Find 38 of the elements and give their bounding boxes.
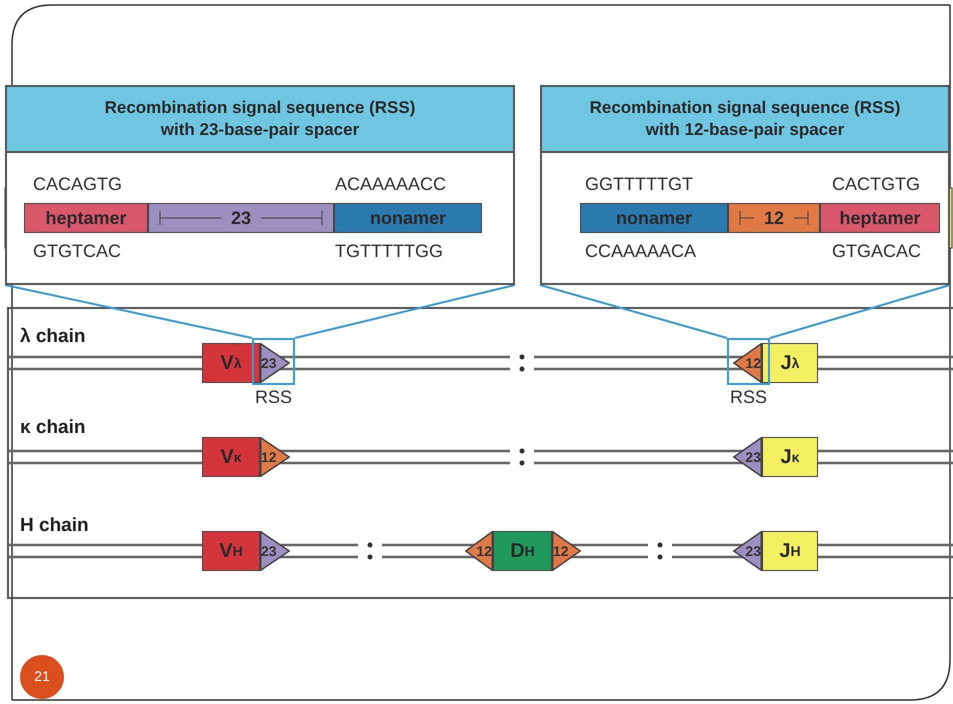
spacer-length: 12 <box>476 543 493 559</box>
rss-panel <box>540 85 950 285</box>
rss-label: RSS <box>255 387 292 408</box>
spacer-length: 12 <box>260 449 277 465</box>
spacer-segment: 12 <box>728 203 820 233</box>
highlight-box <box>727 338 770 385</box>
chain-label: H chain <box>20 515 89 537</box>
sequence: ACAAAAACC <box>335 174 446 195</box>
zoom-line <box>4 284 252 339</box>
spacer-length: 23 <box>260 355 277 371</box>
rss-panel <box>5 85 515 285</box>
nonamer-segment: nonamer <box>334 203 482 233</box>
spacer-length: 23 <box>745 543 762 559</box>
sequence: CCAAAAACA <box>585 241 696 262</box>
spacer-length: 23 <box>745 449 762 465</box>
panel-heading: Recombination signal sequence (RSS) with 12-base-pair spacer <box>542 87 948 153</box>
chain-label: λ chain <box>20 326 86 348</box>
zoom-line <box>540 284 728 339</box>
panel-heading: Recombination signal sequence (RSS) with 23-base-pair spacer <box>7 87 513 153</box>
heptamer-segment: heptamer <box>820 203 940 233</box>
sequence: TGTTTTTGG <box>335 241 443 262</box>
sequence: GGTTTTTGT <box>585 174 693 195</box>
zoom-line <box>294 284 516 339</box>
spacer-length: 23 <box>260 543 277 559</box>
sequence: CACTGTG <box>832 174 920 195</box>
spacer-length: 12 <box>745 355 762 371</box>
spacer-segment: 23 <box>148 203 334 233</box>
rss-label: RSS <box>730 387 768 408</box>
highlight-box <box>252 338 295 385</box>
nonamer-segment: nonamer <box>580 203 728 233</box>
heptamer-segment: heptamer <box>24 203 148 233</box>
zoom-line <box>770 284 950 339</box>
sequence: GTGTCAC <box>33 241 121 262</box>
sequence: GTGACAC <box>832 241 922 262</box>
chain-label: κ chain <box>20 417 86 439</box>
sequence: CACAGTG <box>33 174 122 195</box>
page-number: 21 <box>33 668 51 684</box>
spacer-length: 12 <box>552 543 569 559</box>
